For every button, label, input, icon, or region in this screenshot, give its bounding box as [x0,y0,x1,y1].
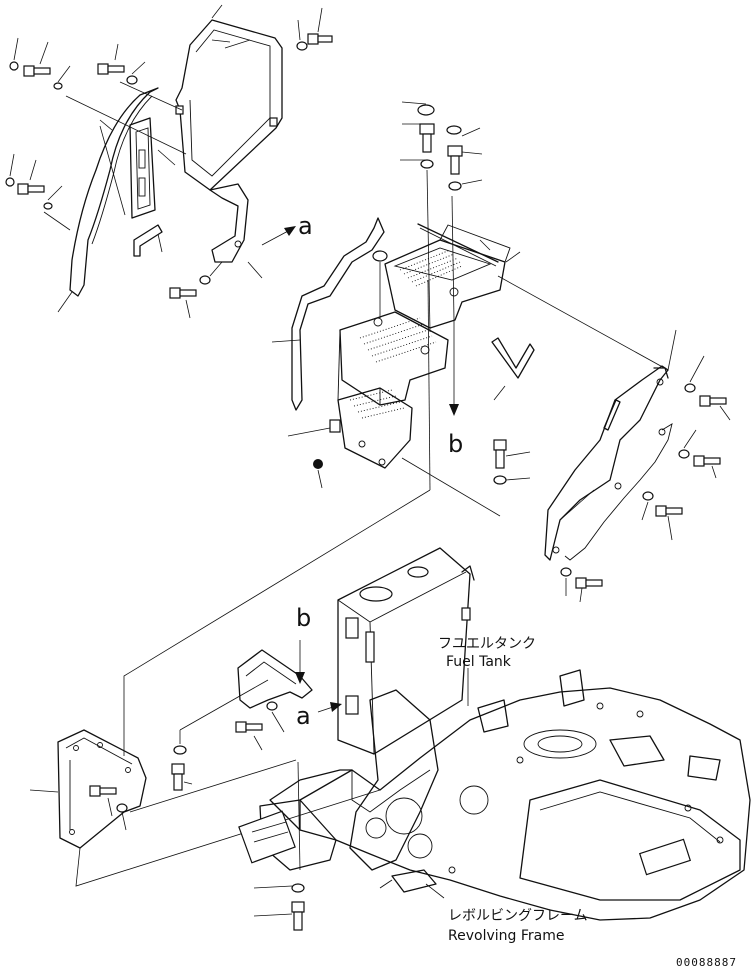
gasket-strip [291,217,385,411]
fuel-tank-body [337,547,471,755]
fuel-tank-group [337,547,475,755]
bolt-set-top-left [5,33,333,299]
revolving-frame-label-jp: レボルビングフレーム [448,908,588,924]
revolving-frame-callout: レボルビングフレーム Revolving Frame [425,883,588,944]
bolt-set-right [560,383,727,589]
bracket-a [209,183,249,263]
arrow-a-top [261,229,291,246]
cover-frame [175,19,283,191]
lower-step [337,387,413,469]
drawing-code: 00088887 [676,956,737,969]
ref-label-a-bottom: a [296,702,311,730]
bracket-b-group: b a [237,604,342,730]
ref-label-b-bottom: b [296,604,311,632]
front-cover-plate-group [29,729,147,849]
assembly-leaders-bottom [75,489,431,887]
leader-lines-right [559,329,731,603]
fuel-tank-label-en: Fuel Tank [446,654,512,670]
leader-lines-top-left [9,4,323,319]
side-cover-panel [69,87,159,297]
revolving-frame-label-en: Revolving Frame [448,928,564,944]
fuel-tank-callout: フユエルタンク Fuel Tank [438,636,536,706]
bent-rod [491,337,535,379]
middle-step [339,311,449,406]
ref-label-b-top: b [448,430,463,458]
right-side-plate [544,365,669,561]
side-cover-group: a [5,4,333,319]
leader-lines-center [271,101,669,517]
rubber-strip [417,223,499,263]
right-side-plate-group [544,329,731,603]
fuel-tank-label-jp: フユエルタンク [438,636,536,652]
bolt-set-bottom [171,701,305,931]
step-cover-group: b [271,101,669,517]
revolving-frame [238,669,751,921]
hinge-hook [133,224,163,257]
bracket-b [237,649,313,709]
upper-step [384,239,506,329]
cap-bolt-set [313,104,507,485]
front-cover-plate [57,729,147,849]
cover-latch-plate [129,117,156,219]
perforated-area-3 [349,389,405,419]
ref-label-a-top: a [298,212,313,240]
